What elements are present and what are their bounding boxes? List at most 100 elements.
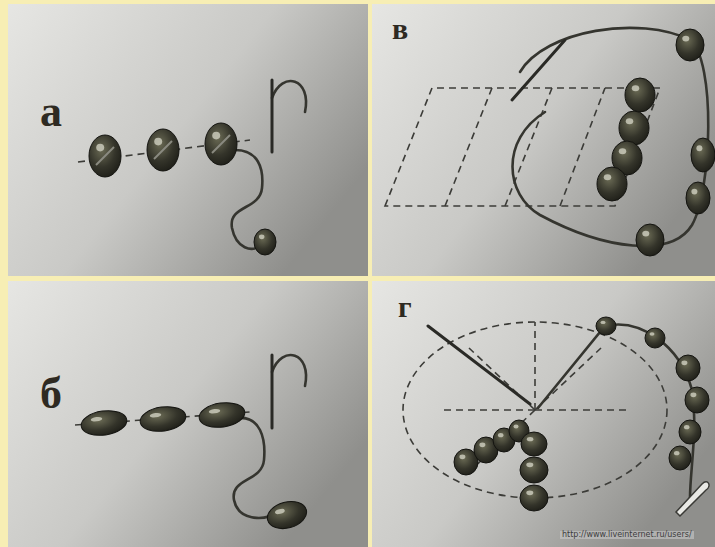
bead-body	[691, 138, 715, 172]
thread-line	[272, 355, 306, 386]
bead-highlight	[212, 132, 220, 140]
bead	[139, 404, 188, 434]
bead-highlight	[619, 148, 627, 154]
bead-highlight	[642, 231, 649, 237]
bead-body	[521, 432, 547, 456]
bead-highlight	[682, 36, 689, 42]
bead-highlight	[498, 433, 504, 437]
bead-highlight	[209, 408, 221, 414]
needle	[428, 326, 530, 404]
bead	[685, 387, 709, 413]
bead-body	[139, 404, 188, 434]
bead	[676, 29, 704, 61]
bead-highlight	[604, 174, 612, 180]
thread-pierce	[212, 135, 230, 153]
bead-body	[205, 123, 237, 165]
bead	[198, 400, 247, 430]
threads	[232, 28, 709, 518]
bead-highlight	[91, 416, 103, 422]
thread-line	[234, 418, 280, 518]
guide-circle	[403, 322, 667, 498]
bead-highlight	[527, 437, 534, 441]
bead-highlight	[691, 189, 697, 195]
bead-body	[597, 167, 627, 201]
bead	[89, 135, 121, 177]
bead-body	[198, 400, 247, 430]
bead	[205, 123, 237, 165]
bead-body	[520, 457, 548, 483]
panel-letter: г	[398, 292, 412, 322]
panel-ground	[8, 4, 368, 276]
bead	[520, 485, 548, 511]
bead-highlight	[96, 144, 104, 152]
bead-body	[645, 328, 665, 348]
needle	[512, 40, 565, 100]
bead-body	[676, 355, 700, 381]
bead-body	[676, 29, 704, 61]
bead-body	[596, 317, 616, 335]
bead	[679, 420, 701, 444]
needles	[272, 40, 565, 428]
bead-highlight	[681, 360, 687, 365]
guide-line	[534, 322, 536, 410]
bead	[676, 355, 700, 381]
bead-body	[89, 135, 121, 177]
bead-body	[264, 497, 309, 532]
guide-line	[442, 409, 535, 411]
bead	[264, 497, 309, 532]
watermark: http://www.liveinternet.ru/users/	[560, 531, 694, 539]
bead-highlight	[696, 145, 702, 151]
bead-body	[147, 129, 179, 171]
bead-highlight	[684, 425, 690, 429]
bead	[669, 446, 691, 470]
needle	[271, 80, 274, 152]
bead-body	[679, 420, 701, 444]
thread-pierce	[96, 147, 114, 165]
safety-pin	[676, 482, 709, 516]
panel-ground	[8, 281, 368, 547]
panel-grounds	[8, 4, 715, 547]
bead	[147, 129, 179, 171]
bead-body	[80, 408, 129, 438]
bead-body	[636, 224, 664, 256]
bead-body	[625, 78, 655, 112]
bead-highlight	[626, 118, 634, 124]
bead-highlight	[674, 451, 680, 455]
bead-highlight	[274, 508, 285, 515]
bead-highlight	[526, 490, 533, 495]
bead-highlight	[259, 234, 265, 239]
bead	[625, 78, 655, 112]
beads	[80, 29, 715, 533]
thread-line	[513, 28, 709, 246]
bead-highlight	[459, 454, 465, 459]
bead-body	[619, 111, 649, 145]
panel-letter: в	[392, 14, 408, 44]
bead	[80, 408, 129, 438]
thread-pierce	[154, 141, 172, 159]
bead-highlight	[150, 412, 162, 418]
bead-highlight	[514, 425, 519, 429]
bead	[636, 224, 664, 256]
dashed-guides	[75, 88, 667, 498]
bead-highlight	[479, 442, 485, 447]
bead-pierces	[96, 135, 230, 165]
bead-body	[669, 446, 691, 470]
panel-ground	[372, 4, 715, 276]
panel-letter: а	[40, 90, 62, 134]
bead	[520, 457, 548, 483]
bead-highlight	[632, 85, 640, 91]
bead	[645, 328, 665, 348]
thread-line	[272, 81, 306, 112]
bead	[254, 229, 276, 255]
bead-highlight	[690, 392, 696, 397]
bead	[597, 167, 627, 201]
bead-highlight	[650, 332, 655, 336]
panel-letter: б	[40, 372, 62, 416]
bead-highlight	[526, 462, 533, 467]
bead-highlight	[154, 138, 162, 146]
bead	[686, 182, 710, 214]
panel-ground	[372, 281, 715, 547]
guide-line	[445, 88, 492, 206]
